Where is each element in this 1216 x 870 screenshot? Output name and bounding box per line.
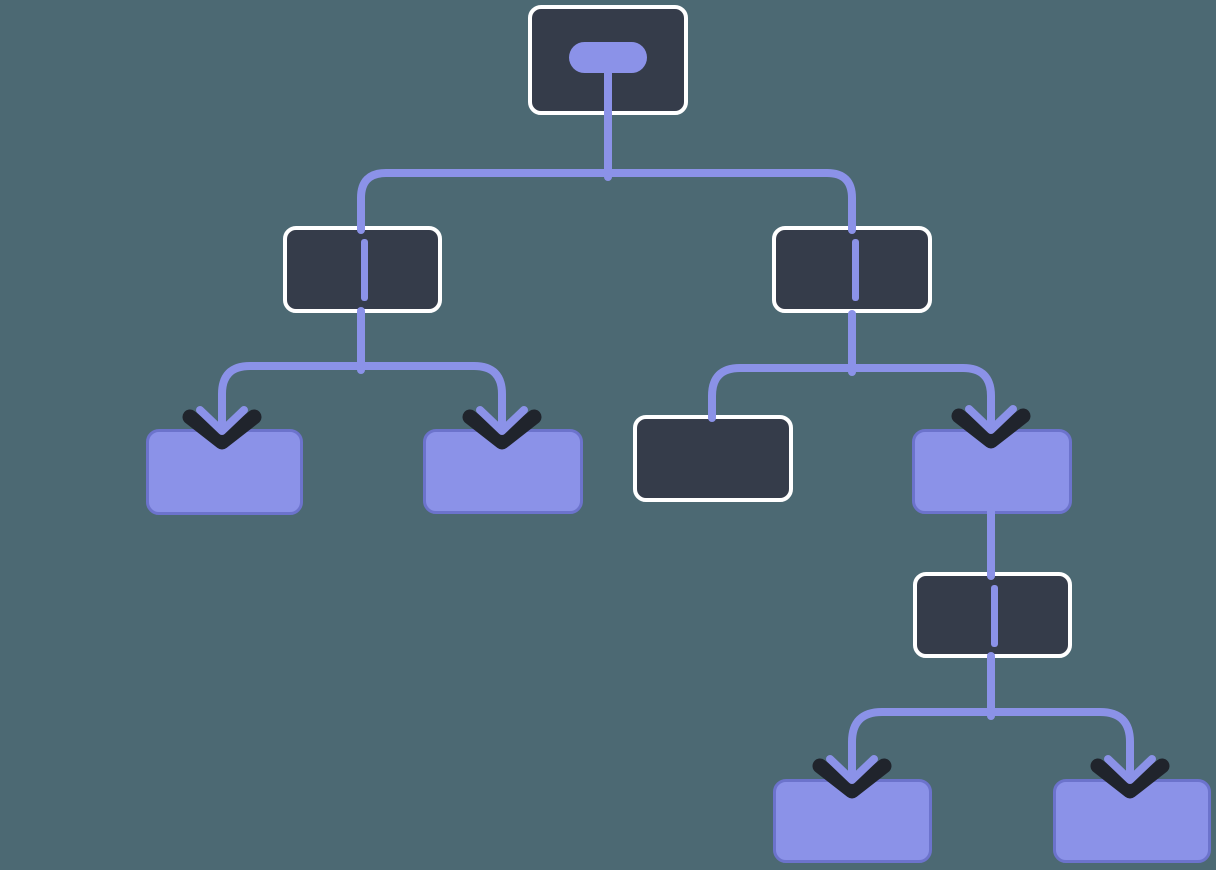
node-root[interactable] xyxy=(528,5,688,115)
node-leaf-4[interactable] xyxy=(773,779,932,863)
arrowhead-icon xyxy=(965,399,1017,434)
node-leaf-3[interactable] xyxy=(912,429,1072,514)
edge-root-split xyxy=(357,169,856,234)
arrowhead-icon xyxy=(1104,749,1156,784)
node-leaf-5[interactable] xyxy=(1053,779,1211,863)
vertical-line-icon xyxy=(991,585,998,647)
root-anchor-stem-icon xyxy=(604,67,612,111)
edge-branch-left-split xyxy=(218,362,506,436)
arrowhead-icon xyxy=(826,749,878,784)
arrowhead-icon xyxy=(476,400,528,435)
node-branch-left[interactable] xyxy=(283,226,442,313)
node-dark-leaf[interactable] xyxy=(633,415,793,502)
edge-branch-bottom-split xyxy=(848,708,1134,784)
node-branch-right[interactable] xyxy=(772,226,932,313)
node-leaf-2[interactable] xyxy=(423,429,583,514)
node-leaf-1[interactable] xyxy=(146,429,303,515)
arrowhead-icon xyxy=(196,400,248,435)
vertical-line-icon xyxy=(852,239,859,301)
node-branch-bottom[interactable] xyxy=(913,572,1072,658)
vertical-line-icon xyxy=(361,239,368,301)
